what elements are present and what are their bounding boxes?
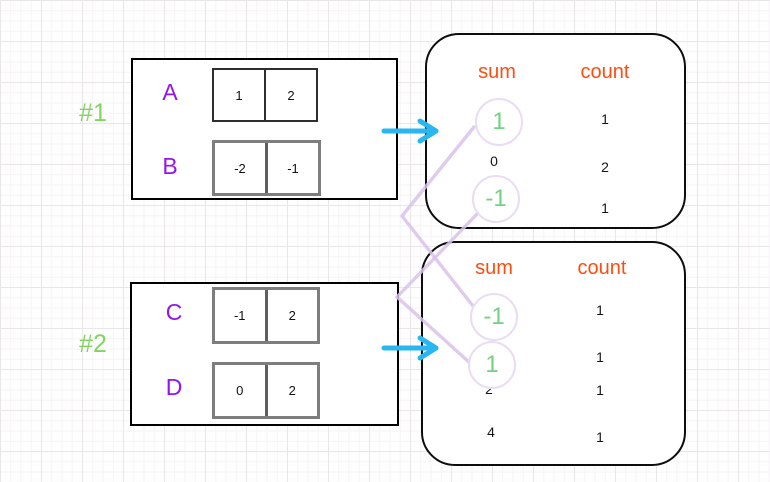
array-c-cells: -1 2 [212,287,320,344]
array-d-cell-1: 2 [288,383,296,398]
array-c-cell-0: -1 [215,290,268,341]
table2-count-row2: 1 [596,349,604,365]
array-a-cells: 1 2 [212,68,318,122]
group2-label: #2 [79,329,107,358]
table2-count-row4: 1 [596,429,604,445]
array-b-cells: -2 -1 [212,140,321,196]
table1-sum-1-circled: 1 [475,98,523,146]
array-d-cells: 0 2 [212,362,320,419]
table1-count-header: count [580,60,630,83]
array-b-cell-0: -2 [215,143,268,193]
table2-count-header: count [577,256,627,279]
array-a-label: A [162,78,178,105]
array-a-cell-0: 1 [214,70,266,120]
table1-box [425,33,686,229]
table2-count-row1: 1 [596,302,604,318]
array-d-cell-0: 0 [215,365,268,416]
array-c-cell-1: 2 [288,308,296,323]
group1-label: #1 [79,98,107,127]
table1-count-row1: 1 [601,111,609,127]
table2-sum-row3: 2 [485,381,493,397]
array-c-label: C [165,298,183,325]
table1-sum-neg1-circled: -1 [472,175,520,223]
table2-sum-1-circled: 1 [468,341,516,389]
table1-sum-header: sum [478,60,516,83]
array-a-cell-1: 2 [287,87,295,103]
array-d-label: D [165,373,183,400]
table2-sum-neg1-circled: -1 [470,293,518,341]
table1-count-row3: 1 [601,200,609,216]
table2-box [421,241,686,466]
table2-sum-row4: 4 [487,424,495,440]
table2-sum-header: sum [475,256,513,279]
array-b-cell-1: -1 [287,160,299,176]
table1-count-row2: 2 [601,159,609,175]
table2-count-row3: 1 [596,382,604,398]
array-b-label: B [162,152,178,179]
table1-sum-row2: 0 [490,153,498,169]
